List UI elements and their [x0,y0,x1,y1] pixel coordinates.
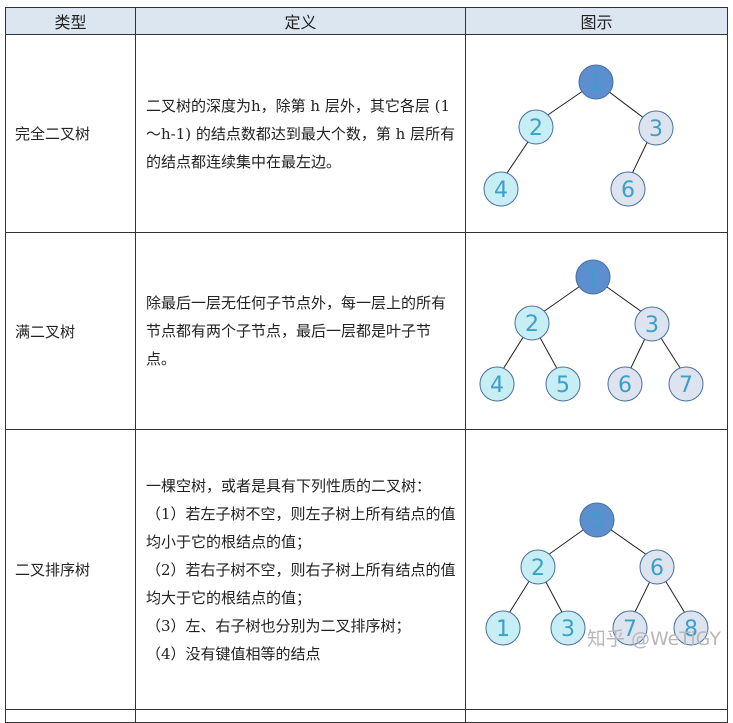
table-row: 二叉排序树 一棵空树，或者是具有下列性质的二叉树： （1）若左子树不空，则左子树… [5,429,728,710]
node-label: 3 [649,117,663,142]
complete-binary-tree-diagram: 1 2 3 4 6 [483,64,674,207]
tree-node [638,110,674,146]
tree-node [514,305,550,341]
tree-nodes: 1 2 3 4 5 6 7 [479,259,704,402]
tree-node [485,610,521,646]
definition-text: （2）若右子树不空，则右子树上所有结点的值均大于它的根结点的值； [146,560,456,607]
watermark: 知乎 @WeTiGY [586,628,721,650]
tree-node [673,610,709,646]
tree-node-root [579,502,615,538]
tree-node [550,610,586,646]
tree-nodes: 5 2 6 1 3 7 8 [485,502,709,646]
definition-text: （4）没有键值相等的结点 [146,644,321,663]
definition-cell: 一棵空树，或者是具有下列性质的二叉树： （1）若左子树不空，则左子树上所有结点的… [135,429,466,710]
tree-node-root [575,259,611,295]
tree-node [479,366,515,402]
definition-text: 一棵空树，或者是具有下列性质的二叉树： [146,476,432,495]
node-label: 3 [561,617,575,642]
node-label: 4 [490,373,504,398]
node-label: 6 [621,178,635,203]
node-label: 7 [623,617,637,642]
header-definition: 定义 [135,7,466,35]
type-cell: 完全二叉树 [5,34,136,233]
tree-node [639,549,675,585]
node-label: 1 [496,617,510,642]
tree-node [520,549,556,585]
node-label: 7 [679,373,693,398]
tree-node [483,171,519,207]
node-label: 2 [525,312,539,337]
type-cell: 满二叉树 [5,232,136,430]
tree-node [545,366,581,402]
definition-text: （1）若左子树不空，则左子树上所有结点的值均小于它的根结点的值； [146,504,456,551]
empty-cell [135,709,466,723]
node-label: 6 [650,556,664,581]
node-label: 4 [494,178,508,203]
type-cell: 二叉排序树 [5,429,136,710]
node-label: 2 [529,116,543,141]
table-row: 完全二叉树 二叉树的深度为h，除第 h 层外，其它各层 (1～h-1) 的结点数… [5,34,728,233]
tree-node [612,610,648,646]
node-label: 2 [531,556,545,581]
tree-node [668,366,704,402]
node-label: 5 [590,509,604,534]
definition-text: （3）左、右子树也分别为二叉排序树； [146,616,411,635]
node-label: 3 [645,313,659,338]
node-label: 8 [684,617,698,642]
figure-cell: 1 2 3 4 6 [465,34,728,233]
tree-node-root [578,64,614,100]
definition-cell: 二叉树的深度为h，除第 h 层外，其它各层 (1～h-1) 的结点数都达到最大个… [135,34,466,233]
tree-nodes: 1 2 3 4 6 [483,64,674,207]
binary-search-tree-diagram: 5 2 6 1 3 7 8 [485,502,709,646]
table-header-row: 类型 定义 图示 [5,7,728,35]
table-row-partial [5,709,728,723]
node-label: 6 [618,373,632,398]
full-binary-tree-diagram: 1 2 3 4 5 6 7 [479,259,704,402]
binary-tree-table: 类型 定义 图示 完全二叉树 二叉树的深度为h，除第 h 层外，其它各层 (1～… [5,7,728,723]
tree-node [634,306,670,342]
node-label: 1 [586,266,600,291]
definition-text: 除最后一层无任何子节点外，每一层上的所有节点都有两个子节点，最后一层都是叶子节点… [146,294,447,368]
figure-cell: 1 2 3 4 5 6 7 [465,232,728,430]
empty-cell [465,709,728,723]
tree-node [610,171,646,207]
header-type: 类型 [5,7,136,35]
header-figure: 图示 [465,7,728,35]
figure-cell: 5 2 6 1 3 7 8 [465,429,728,710]
definition-cell: 除最后一层无任何子节点外，每一层上的所有节点都有两个子节点，最后一层都是叶子节点… [135,232,466,430]
table-row: 满二叉树 除最后一层无任何子节点外，每一层上的所有节点都有两个子节点，最后一层都… [5,232,728,430]
tree-node [518,109,554,145]
empty-cell [5,709,136,723]
node-label: 1 [589,71,603,96]
definition-text: 二叉树的深度为h，除第 h 层外，其它各层 (1～h-1) 的结点数都达到最大个… [146,96,456,171]
node-label: 5 [556,373,570,398]
tree-node [607,366,643,402]
